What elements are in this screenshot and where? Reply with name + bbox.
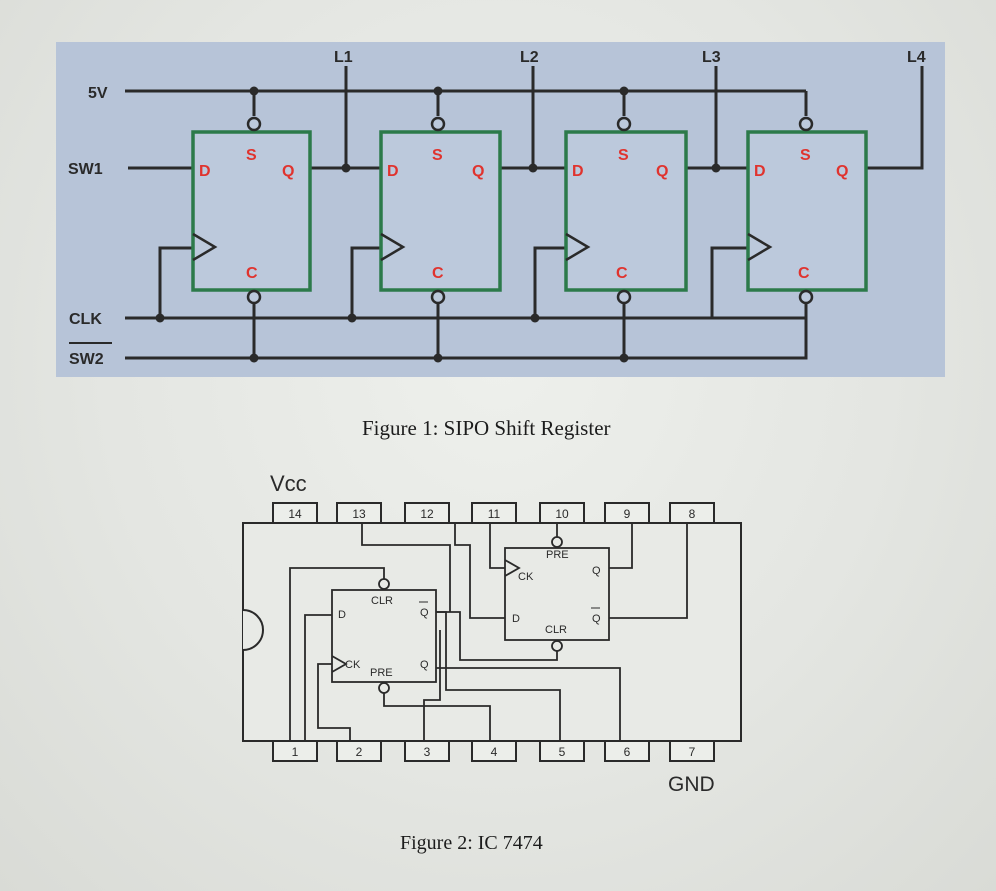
qbar-overbars: [419, 601, 600, 609]
label-5v: 5V: [88, 85, 108, 102]
flipflop-2: D S Q C: [379, 116, 502, 305]
bottom-pin-2-box: [336, 740, 382, 762]
label-l2: L2: [520, 49, 539, 66]
wires: [125, 66, 924, 360]
ff4-s-label: S: [800, 147, 811, 164]
top-pin-11-box: [471, 502, 517, 524]
ffl-clr-label: CLR: [371, 595, 393, 607]
top-pin-13-box: [336, 502, 382, 524]
bottom-pin-7-label: 7: [689, 745, 696, 759]
bottom-pin-1-box: [272, 740, 318, 762]
ff1-c-label: C: [246, 265, 258, 282]
top-pin-11-label: 11: [488, 507, 501, 521]
ffl-qbar-label: Q: [420, 607, 429, 619]
label-l1: L1: [334, 49, 353, 66]
ffr-pre-label: PRE: [546, 549, 569, 561]
bottom-pin-6-box: [604, 740, 650, 762]
top-pin-9-box: [604, 502, 650, 524]
bottom-pin-1-label: 1: [292, 745, 299, 759]
top-pin-14-box: [272, 502, 318, 524]
bottom-pin-7-box: [669, 740, 715, 762]
ffl-ck-label: CK: [345, 659, 361, 671]
ff3-d-label: D: [572, 163, 584, 180]
figure2-caption: Figure 2: IC 7474: [400, 832, 543, 854]
ff3-c-label: C: [616, 265, 628, 282]
flipflop-1: D S Q C: [191, 116, 312, 305]
top-pin-13-label: 13: [352, 507, 366, 521]
bottom-pin-6-label: 6: [624, 745, 631, 759]
top-pin-10-box: [539, 502, 585, 524]
ff4-q-label: Q: [836, 163, 848, 180]
ffr-qbar-label: Q: [592, 613, 601, 625]
bottom-pin-2-label: 2: [356, 745, 363, 759]
figure1-caption: Figure 1: SIPO Shift Register: [362, 416, 611, 440]
ff2-q-label: Q: [472, 163, 484, 180]
label-l3: L3: [702, 49, 721, 66]
ff2-d-label: D: [387, 163, 399, 180]
bottom-pin-4-box: [471, 740, 517, 762]
top-pin-12-label: 12: [420, 507, 434, 521]
ffr-d-label: D: [512, 613, 520, 625]
top-pin-9-label: 9: [624, 507, 631, 521]
sipo-shift-register-diagram: D S Q C D S Q C D S Q C D S Q C 5V SW1 C: [56, 42, 945, 377]
top-pin-10-label: 10: [555, 507, 569, 521]
top-pin-8-box: [669, 502, 715, 524]
ffl-pre-label: PRE: [370, 667, 393, 679]
top-pin-12-box: [404, 502, 450, 524]
bottom-pin-5-label: 5: [559, 745, 566, 759]
ff1-q-label: Q: [282, 163, 294, 180]
ffr-ck-label: CK: [518, 571, 534, 583]
flipflop-4: D S Q C: [746, 116, 868, 305]
internal-wiring: [289, 523, 688, 741]
top-pin-8-label: 8: [689, 507, 696, 521]
ff2-c-label: C: [432, 265, 444, 282]
ff3-s-label: S: [618, 147, 629, 164]
ff3-q-label: Q: [656, 163, 668, 180]
label-sw1: SW1: [68, 161, 103, 178]
ff1-d-label: D: [199, 163, 211, 180]
label-sw2: SW2: [69, 351, 104, 368]
ic-body: [242, 522, 742, 742]
ic-notch: [242, 609, 264, 651]
ff4-d-label: D: [754, 163, 766, 180]
ff4-c-label: C: [798, 265, 810, 282]
bottom-pin-5-box: [539, 740, 585, 762]
bottom-pin-4-label: 4: [491, 745, 498, 759]
ff1-s-label: S: [246, 147, 257, 164]
gnd-label: GND: [668, 773, 715, 796]
ffr-clr-label: CLR: [545, 624, 567, 636]
flipflop-3: D S Q C: [564, 116, 688, 305]
bottom-pin-3-box: [404, 740, 450, 762]
label-l4: L4: [907, 49, 926, 66]
label-clk: CLK: [69, 311, 102, 328]
ffl-d-label: D: [338, 609, 346, 621]
top-pin-14-label: 14: [288, 507, 302, 521]
vcc-label: Vcc: [270, 471, 307, 496]
ff2-s-label: S: [432, 147, 443, 164]
ffl-q-label: Q: [420, 659, 429, 671]
bottom-pin-3-label: 3: [424, 745, 431, 759]
junction-dots: [155, 86, 721, 363]
ffr-q-label: Q: [592, 565, 601, 577]
